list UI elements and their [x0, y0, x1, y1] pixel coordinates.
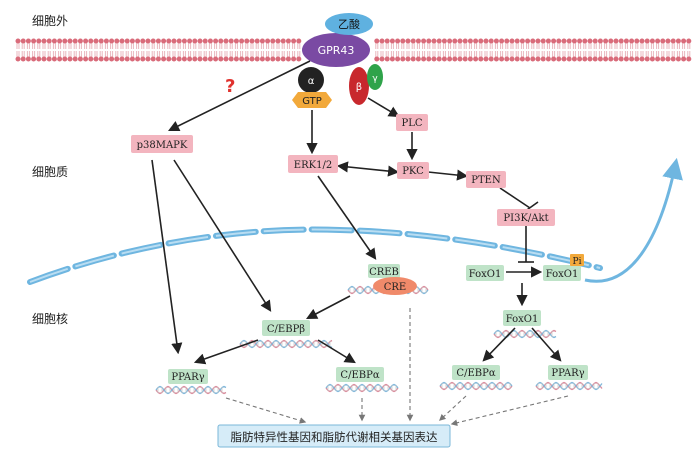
node-cebpa-mid-label: C/EBPα: [340, 370, 379, 381]
acetate-ligand: 乙酸: [325, 13, 373, 35]
phosphate-badge: Pi: [570, 254, 584, 267]
node-p38mapk-label: p38MAPK: [137, 140, 188, 151]
g-beta-subunit: β: [349, 67, 369, 105]
g-gamma-label: γ: [372, 74, 378, 84]
g-alpha-label: α: [308, 76, 315, 87]
region-label-cytoplasm: 细胞质: [32, 165, 68, 179]
node-p38mapk: p38MAPK: [131, 135, 193, 153]
node-foxo1-left-label: FoxO1: [469, 269, 502, 280]
ligand-label: 乙酸: [338, 17, 360, 31]
node-foxo1-nucleus: FoxO1: [503, 310, 541, 326]
node-ppar-left: PPARγ: [168, 369, 208, 384]
g-gamma-subunit: γ: [367, 64, 383, 90]
node-plc-label: PLC: [401, 118, 422, 129]
node-creb: CREB: [368, 264, 400, 278]
node-pkc-label: PKC: [402, 166, 424, 177]
node-foxo1-right-label: FoxO1: [546, 269, 579, 280]
node-cebpa-right-label: C/EBPα: [456, 368, 495, 379]
node-cebpa-mid: C/EBPα: [336, 367, 384, 382]
question-mark-icon: ?: [225, 76, 235, 97]
gpr43-receptor: GPR43: [302, 33, 370, 67]
g-beta-label: β: [356, 82, 362, 93]
node-cre-label: CRE: [384, 282, 406, 293]
region-label-extracellular: 细胞外: [32, 14, 68, 28]
output-gene-expression: 脂肪特异性基因和脂肪代谢相关基因表达: [217, 424, 451, 448]
node-foxo1-nucleus-label: FoxO1: [506, 314, 539, 325]
region-label-nucleus: 细胞核: [32, 312, 68, 326]
node-foxo1-right: FoxO1: [543, 265, 581, 281]
phosphate-label: Pi: [573, 257, 582, 267]
node-pi3k-akt: PI3K/Akt: [497, 209, 555, 226]
output-label: 脂肪特异性基因和脂肪代谢相关基因表达: [231, 430, 438, 444]
node-cre: CRE: [373, 277, 417, 295]
node-cebpb: C/EBPβ: [262, 320, 310, 336]
node-erk: ERK1/2: [288, 155, 338, 173]
node-ppar-right-label: PPARγ: [551, 368, 584, 379]
node-foxo1-left: FoxO1: [466, 265, 504, 281]
node-creb-label: CREB: [369, 267, 399, 278]
gtp-label: GTP: [302, 96, 322, 107]
node-pkc: PKC: [397, 162, 429, 179]
node-pten: PTEN: [466, 171, 506, 188]
gtp-hexagon: GTP: [292, 92, 332, 108]
node-plc: PLC: [396, 114, 428, 131]
dashed-arrows: [225, 308, 569, 426]
node-pi3k-label: PI3K/Akt: [503, 213, 548, 224]
node-erk-label: ERK1/2: [294, 160, 332, 171]
node-cebpa-right: C/EBPα: [452, 365, 500, 380]
receptor-label: GPR43: [318, 44, 355, 57]
solid-arrows: [151, 60, 562, 365]
node-cebpb-label: C/EBPβ: [267, 324, 305, 335]
node-ppar-right: PPARγ: [548, 365, 588, 380]
nuclear-membrane: [27, 226, 603, 285]
g-alpha-subunit: α: [298, 67, 324, 93]
node-ppar-left-label: PPARγ: [171, 372, 204, 383]
node-pten-label: PTEN: [471, 175, 501, 186]
cell-membrane: [15, 38, 692, 62]
export-arrow: [584, 157, 683, 283]
